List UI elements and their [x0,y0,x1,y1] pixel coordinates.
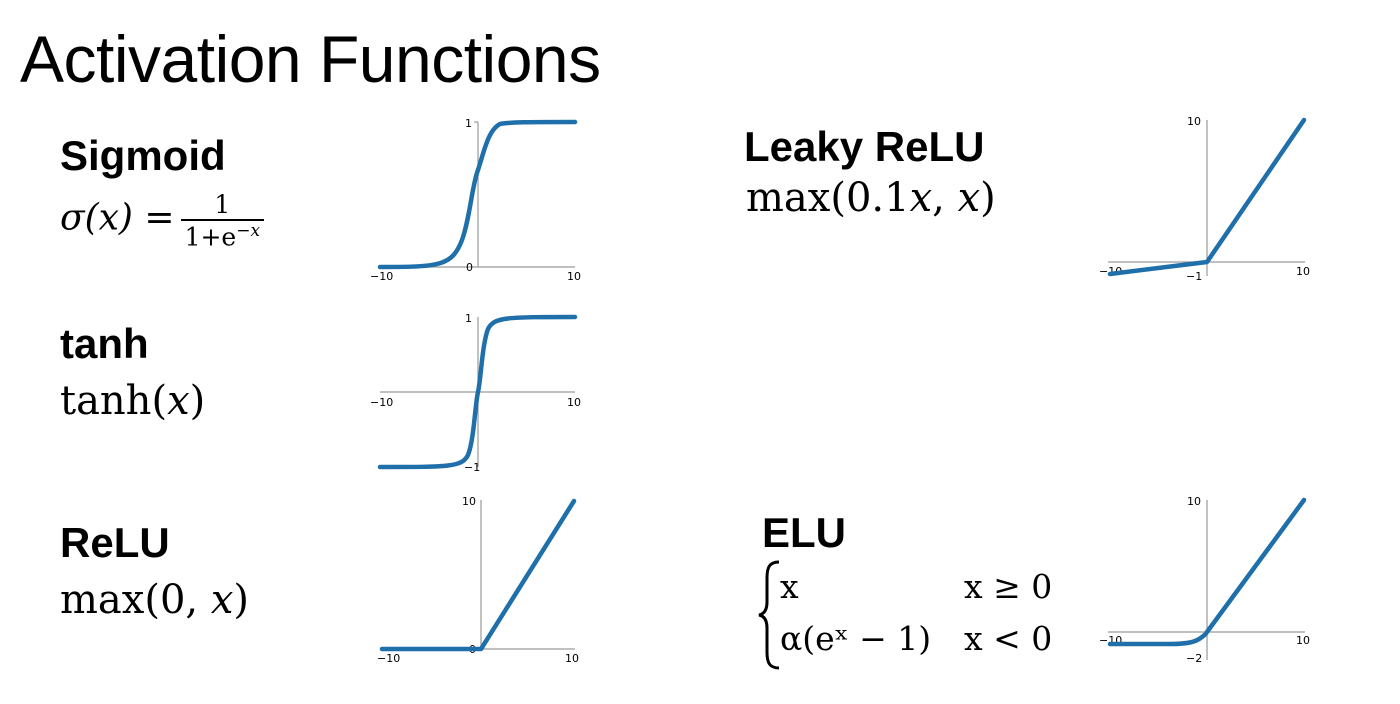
leaky-relu-svg: 10 −1 −10 10 [1099,115,1310,283]
sigmoid-denominator-base: 1+e [184,222,237,252]
relu-svg: 10 0 −10 10 [377,495,579,665]
leaky-relu-formula-mid: , [932,175,958,221]
elu-brace [758,560,780,670]
page-title: Activation Functions [20,22,601,96]
sigmoid-svg: 1 0 −10 10 [370,117,581,283]
leaky-relu-name: Leaky ReLU [744,123,985,170]
tanh-plot: 1 −1 −10 10 [360,305,600,485]
relu-formula: max(0, x) [60,580,249,620]
tanh-name: tanh [60,320,149,367]
elu-tick-ymin: −2 [1186,652,1202,665]
leaky-relu-formula: max(0.1x, x) [746,178,996,218]
sigmoid-name: Sigmoid [60,132,226,179]
elu-case1-expr: x [780,567,799,606]
sigmoid-fraction-numerator: 1 [214,190,231,219]
tanh-curve [377,314,578,470]
relu-tick-ymax: 10 [462,495,476,508]
relu-formula-fn: max(0, [60,577,211,623]
elu-tick-xmax: 10 [1296,634,1310,647]
sigmoid-denominator-exponent: −x [236,221,261,241]
elu-name: ELU [762,509,846,556]
tanh-formula: tanh(x) [60,381,205,421]
sigmoid-fraction-denominator: 1+e−x [180,219,265,252]
leaky-relu-tick-ymin: −1 [1186,270,1202,283]
relu-name: ReLU [60,519,170,566]
leaky-relu-formula-var2: x [957,175,981,221]
leaky-relu-formula-fn: max(0.1 [746,175,910,221]
relu-tick-xmax: 10 [565,652,579,665]
tanh-tick-xmax: 10 [567,396,581,409]
relu-formula-var: x [210,577,234,623]
elu-plot: 10 −2 −10 10 [1090,488,1330,678]
sigmoid-plot: 1 0 −10 10 [360,110,600,290]
elu-curve [1107,497,1307,647]
sigmoid-tick-xmax: 10 [567,270,581,283]
leaky-relu-plot: 10 −1 −10 10 [1090,108,1330,288]
sigmoid-curve [377,119,578,270]
relu-plot: 10 0 −10 10 [360,488,600,678]
tanh-tick-xmin: −10 [370,396,393,409]
leaky-relu-formula-var1: x [909,175,933,221]
sigmoid-tick-xmin: −10 [370,270,393,283]
relu-curve [379,498,577,652]
relu-formula-close: ) [233,577,249,623]
elu-tick-ymax: 10 [1187,495,1201,508]
elu-case2-expr: α(eˣ − 1) [780,619,932,658]
elu-case1-cond: x ≥ 0 [964,567,1053,606]
tanh-tick-ymax: 1 [465,312,472,325]
tanh-svg: 1 −1 −10 10 [370,312,581,474]
tanh-formula-var: x [167,378,190,424]
elu-case2-cond: x < 0 [964,619,1053,658]
leaky-relu-curve [1107,117,1307,277]
leaky-relu-formula-close: ) [980,175,996,221]
leaky-relu-tick-xmax: 10 [1296,265,1310,278]
leaky-relu-tick-ymax: 10 [1187,115,1201,128]
sigmoid-formula-lhs: σ(x) = [60,197,175,239]
sigmoid-tick-ymax: 1 [465,117,472,130]
elu-svg: 10 −2 −10 10 [1099,495,1310,665]
sigmoid-tick-ymin: 0 [466,261,473,274]
tanh-formula-fn: tanh( [60,378,168,424]
elu-cases: x x ≥ 0 α(eˣ − 1) x < 0 [780,570,1080,670]
relu-tick-xmin: −10 [377,652,400,665]
tanh-formula-close: ) [189,378,206,424]
tanh-tick-ymin: −1 [464,461,480,474]
